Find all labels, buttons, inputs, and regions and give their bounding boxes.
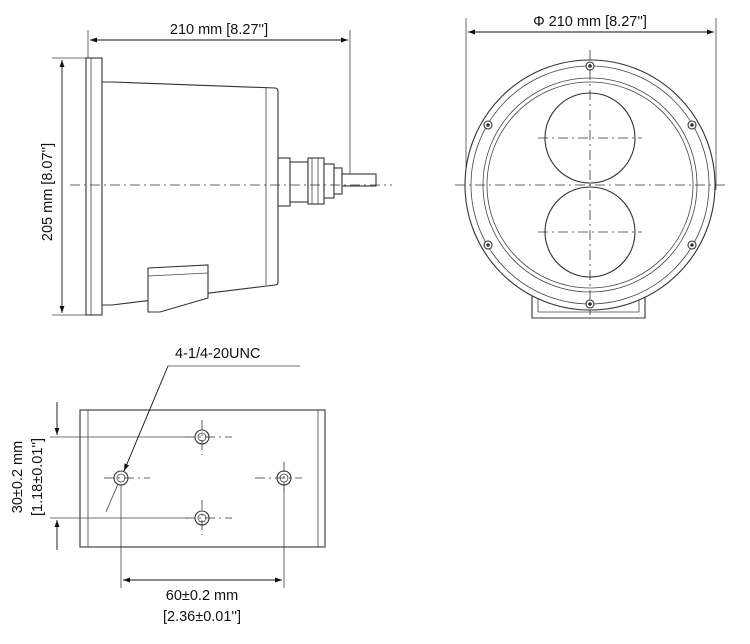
screw-center (486, 123, 490, 127)
screw-center (690, 123, 694, 127)
housing-body (101, 81, 279, 306)
side-view: 210 mm [8.27''] 205 mm [8.07''] (40, 22, 392, 316)
thread-label: 4-1/4-20UNC (175, 346, 260, 362)
vertical-spacing-label-2: [1.18±0.01''] (30, 438, 46, 516)
thread-leader-tail (105, 483, 119, 513)
vertical-spacing-label-1: 30±0.2 mm (10, 441, 26, 513)
gland-body (307, 157, 325, 205)
bracket-edge (147, 272, 209, 277)
front-view: Φ 210 mm [8.27''] (455, 14, 725, 319)
gland-tip (333, 167, 343, 195)
horizontal-spacing-label-2: [2.36±0.01''] (163, 609, 241, 625)
side-width-label: 210 mm [8.27''] (170, 22, 268, 38)
horizontal-spacing-label-1: 60±0.2 mm (166, 588, 238, 604)
gland-base (277, 157, 291, 207)
screw-center (486, 243, 490, 247)
front-flange (85, 57, 103, 316)
gland-cap (323, 163, 335, 199)
ring-screws (483, 61, 697, 309)
mount-view: 30±0.2 mm [1.18±0.01''] 60±0.2 mm [2.36±… (10, 346, 326, 625)
side-height-label: 205 mm [8.07''] (40, 143, 56, 241)
bottom-bracket (147, 264, 209, 313)
thread-leader (123, 365, 169, 472)
screw-center (690, 243, 694, 247)
window-inner (486, 81, 694, 289)
gland-nut (289, 161, 309, 203)
cable (341, 173, 377, 187)
front-diameter-label: Φ 210 mm [8.27''] (533, 14, 647, 30)
